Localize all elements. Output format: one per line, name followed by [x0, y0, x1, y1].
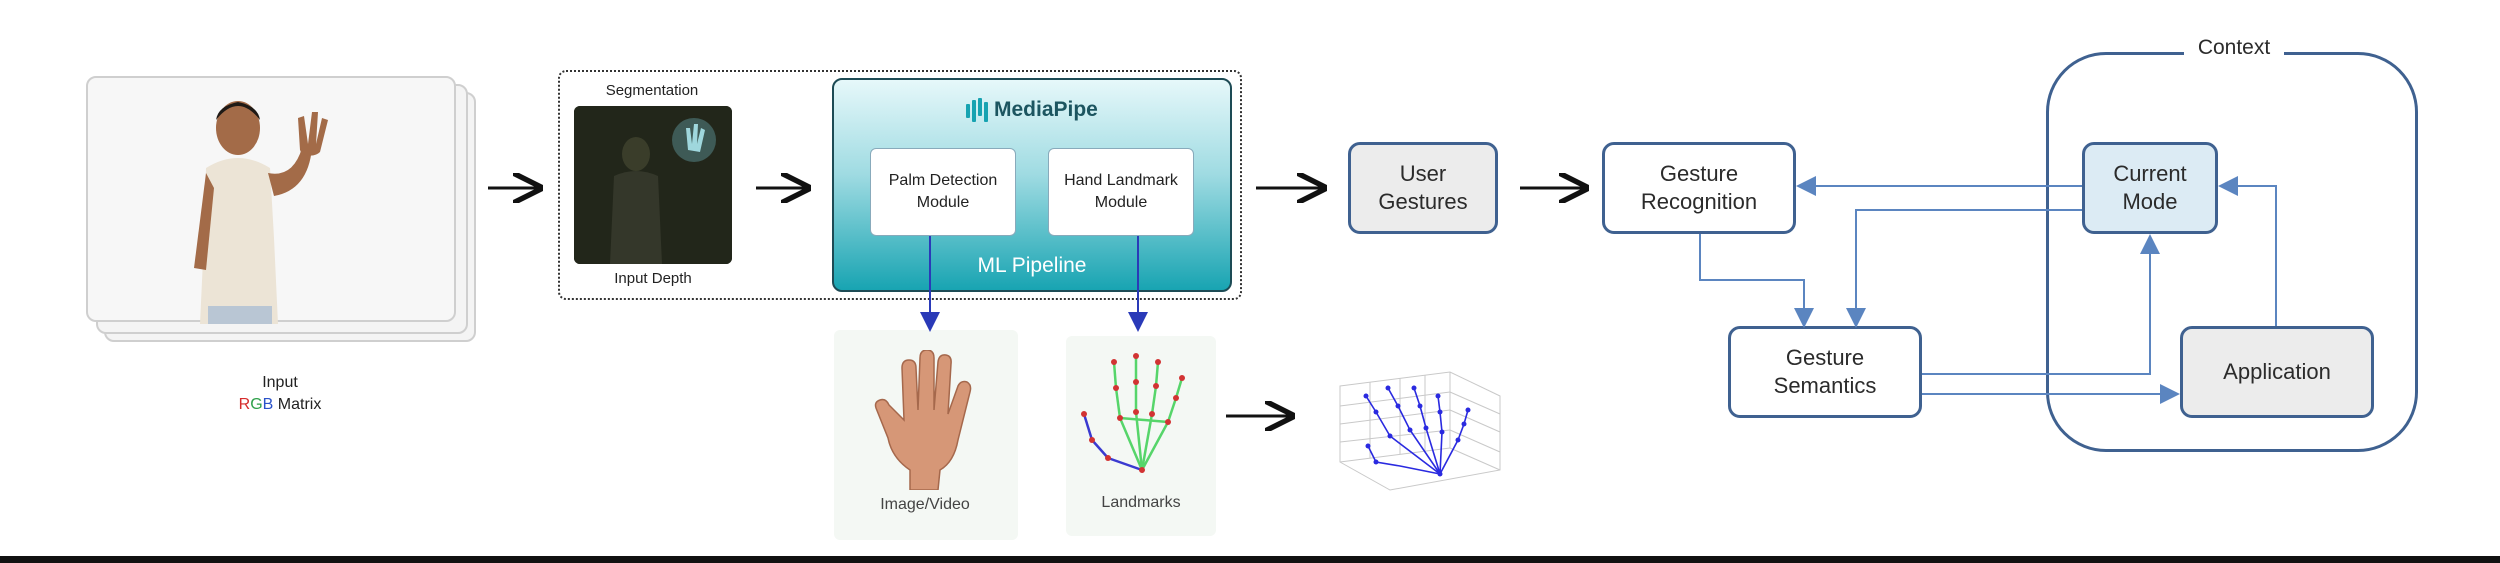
arrow-recognition-to-semantics: [1699, 234, 1814, 328]
mediapipe-logo-icon: [966, 98, 988, 122]
context-label: Context: [2184, 36, 2284, 60]
matrix-g: G: [250, 396, 263, 413]
bottom-border-bar: [0, 556, 2500, 563]
arrow-application-to-mode: [2218, 176, 2277, 326]
open-hand-image: [874, 350, 972, 490]
image-video-label: Image/Video: [880, 496, 970, 513]
gesture-recognition-node: Gesture Recognition: [1602, 142, 1796, 234]
gesture-semantics-node: Gesture Semantics: [1728, 326, 1922, 418]
matrix-rest: Matrix: [273, 396, 322, 413]
rgb-matrix-label: RGB Matrix: [210, 396, 350, 414]
input-title: Input: [262, 374, 298, 391]
pipeline-group: [558, 70, 1242, 300]
input-depth-label: Input Depth: [614, 270, 692, 287]
landmarks-label: Landmarks: [1101, 494, 1181, 511]
matrix-b: B: [262, 396, 274, 413]
current-mode-node: Current Mode: [2082, 142, 2218, 234]
mediapipe-logo-text: MediaPipe: [994, 98, 1098, 121]
arrow-semantics-to-mode: [1922, 234, 2160, 375]
arrow-mode-to-semantics: [1846, 209, 2082, 328]
application-node: Application: [2180, 326, 2374, 418]
ml-pipeline-label: ML Pipeline: [977, 254, 1087, 277]
depth-figure: [574, 106, 732, 264]
palm-detection-module: Palm Detection Module: [870, 148, 1016, 236]
matrix-r: R: [238, 396, 251, 413]
landmarks-3d-plot: [1339, 371, 1501, 491]
person-illustration: [194, 101, 328, 324]
input-photo: [86, 76, 456, 324]
hand-landmark-module: Hand Landmark Module: [1048, 148, 1194, 236]
depth-image: [574, 106, 732, 264]
segmentation-label: Segmentation: [605, 82, 699, 99]
landmarks-image: [1081, 353, 1185, 473]
user-gestures-node: User Gestures: [1348, 142, 1498, 234]
